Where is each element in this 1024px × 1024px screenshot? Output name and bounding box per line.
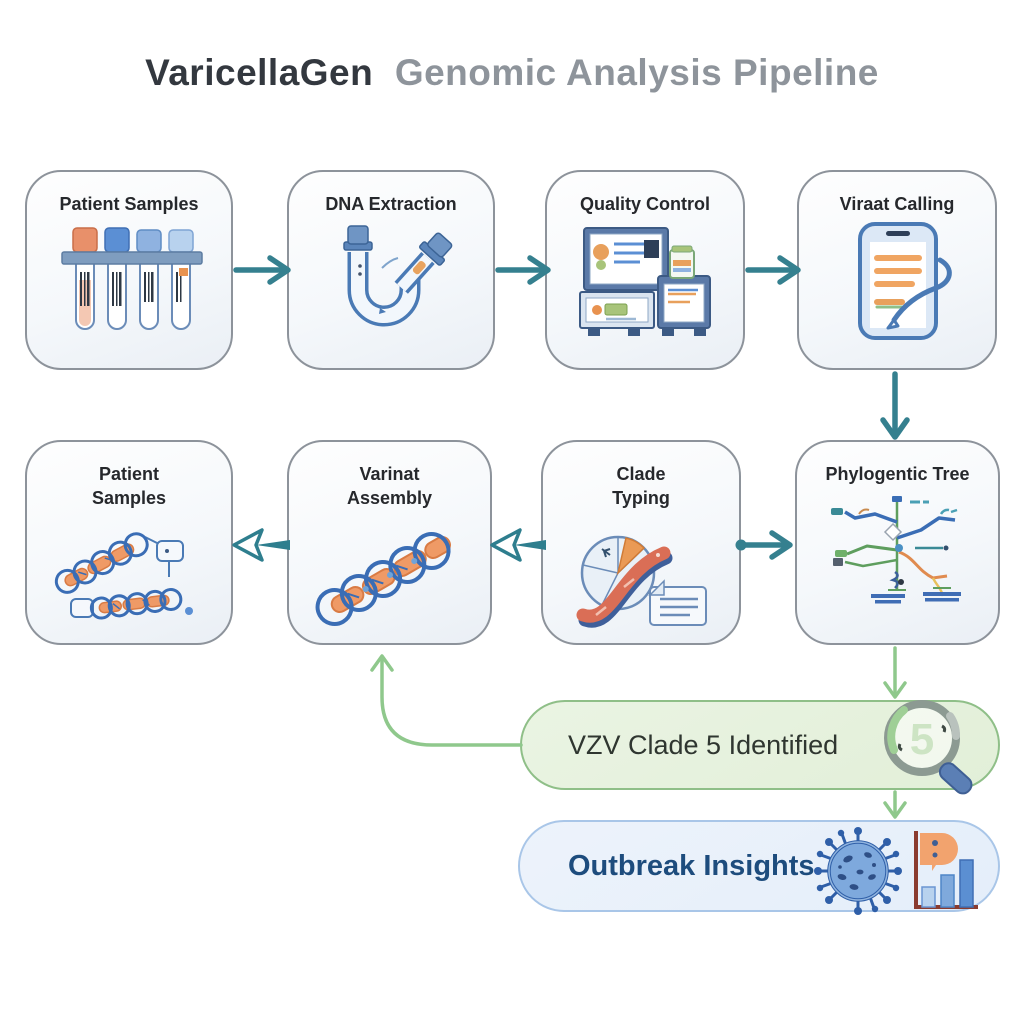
- stage-label: Patient Samples: [91, 464, 167, 509]
- arrow-typing-to-assembly: [490, 528, 546, 562]
- stage-varinat-assembly: Varinat Assembly: [287, 440, 492, 645]
- arrow-tree-to-clade: [883, 646, 907, 699]
- stage-label: Clade Typing: [612, 464, 670, 509]
- bar-chart-icon: [914, 831, 978, 909]
- stage-dna-extraction: DNA Extraction: [287, 170, 495, 370]
- stage-label: Phylogentic Tree: [825, 464, 970, 484]
- svg-text:5: 5: [910, 715, 934, 764]
- arrow-assembly-to-samples: [232, 528, 290, 562]
- magnifier-icon: 5: [874, 692, 984, 802]
- stage-label: Patient Samples: [59, 194, 199, 214]
- clade-result-banner: VZV Clade 5 Identified 5: [520, 700, 1000, 795]
- stage-clade-typing: Clade Typing: [541, 440, 741, 645]
- stage-label: DNA Extraction: [325, 194, 457, 214]
- outbreak-banner: Outbreak Insights: [518, 820, 1000, 915]
- title-subtitle: [384, 52, 395, 93]
- stage-label: Quality Control: [580, 194, 710, 214]
- arrow-qc-to-calling: [745, 255, 801, 285]
- sequence-reads-icon: [54, 531, 193, 620]
- arrow-typing-to-tree: [735, 530, 793, 560]
- virus-icon: [814, 827, 902, 915]
- brand-name: VaricellaGen: [145, 52, 374, 93]
- assembly-chain-icon: [315, 531, 451, 626]
- arrow-feedback-to-assembly: [370, 654, 523, 747]
- outbreak-text: Outbreak Insights: [568, 849, 815, 882]
- arrow-extraction-to-qc: [495, 255, 551, 285]
- phylo-tree-icon: [831, 496, 961, 604]
- arrow-samples-to-extraction: [233, 255, 291, 285]
- stage-patient-samples-2: Patient Samples: [25, 440, 233, 645]
- extraction-tubes-icon: [343, 225, 453, 327]
- stage-label: Viraat Calling: [839, 194, 955, 214]
- stage-patient-samples-1: Patient Samples: [25, 170, 233, 370]
- stage-phylogentic-tree: Phylogentic Tree: [795, 440, 1000, 645]
- clade-result-text: VZV Clade 5 Identified: [568, 729, 839, 760]
- test-tube-rack-icon: [61, 227, 203, 331]
- stage-quality-control: Quality Control: [545, 170, 745, 370]
- page-title: VaricellaGen Genomic Analysis Pipeline: [0, 52, 1024, 94]
- report-pen-icon: [858, 222, 952, 341]
- clade-pie-ribbon-icon: [576, 535, 707, 628]
- stage-label: Varinat Assembly: [346, 464, 433, 509]
- title-subtitle-text: Genomic Analysis Pipeline: [394, 52, 879, 93]
- arrow-calling-to-tree: [880, 371, 910, 440]
- stage-viraat-calling: Viraat Calling: [797, 170, 997, 370]
- qc-instrument-icon: [579, 227, 711, 337]
